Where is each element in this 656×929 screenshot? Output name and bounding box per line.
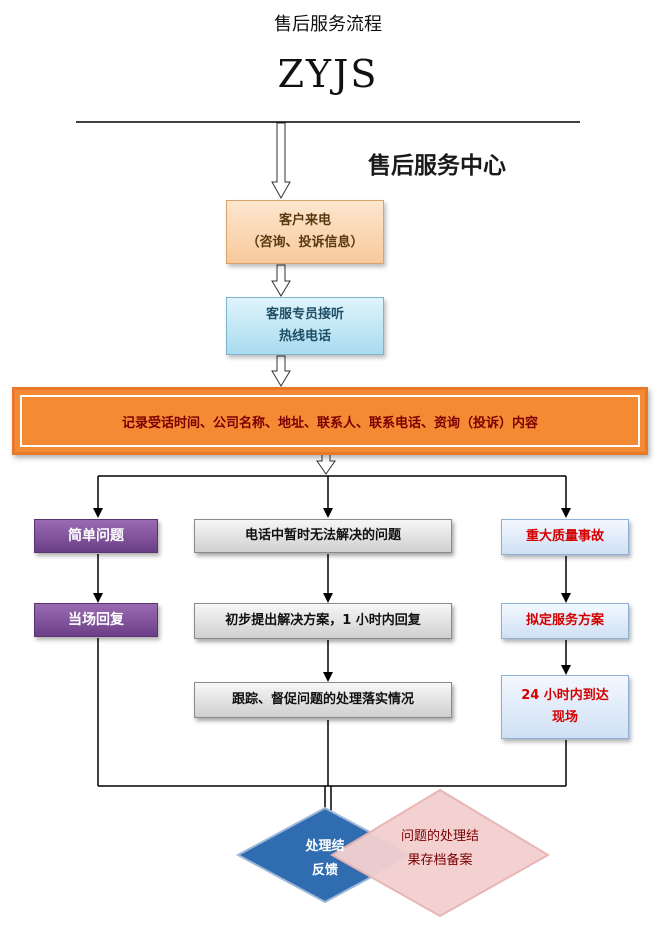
archive-line1: 问题的处理结 [400,829,479,844]
service-center-title: 售后服务中心 [368,153,506,179]
major-accident-box: 重大质量事故 [501,519,629,555]
hotline-line2: 热线电话 [278,329,331,344]
logo-text: ZYJS [277,52,379,96]
feedback-line2: 反馈 [311,863,338,878]
record-text: 记录受话时间、公司名称、地址、联系人、联系电话、资询（投诉）内容 [20,395,640,447]
onsite-reply-box: 当场回复 [34,603,158,637]
arrive-onsite-line1: 24 小时内到达 [521,688,609,703]
customer-call-line1: 客户来电 [278,213,331,228]
service-plan-box: 拟定服务方案 [501,603,629,639]
unresolved-issue-box: 电话中暂时无法解决的问题 [194,519,452,553]
record-band: 记录受话时间、公司名称、地址、联系人、联系电话、资询（投诉）内容 [12,387,648,455]
hollow-arrow-3 [271,355,291,387]
archive-line2: 果存档备案 [407,853,473,868]
arrive-onsite-line2: 现场 [551,710,578,725]
hollow-arrow-1 [271,122,291,200]
feedback-diamond-label: 处理结 反馈 [280,835,370,883]
simple-issue-box: 简单问题 [34,519,158,553]
customer-call-box: 客户来电 （咨询、投诉信息） [226,200,384,264]
diamond-archive [330,788,550,918]
archive-diamond-label: 问题的处理结 果存档备案 [375,825,505,873]
initial-plan-box: 初步提出解决方案，1 小时内回复 [194,603,452,639]
tracking-box: 跟踪、督促问题的处理落实情况 [194,682,452,718]
branch-lines [97,475,567,787]
feedback-line1: 处理结 [305,839,345,854]
arrive-onsite-box: 24 小时内到达 现场 [501,675,629,739]
page-title: 售后服务流程 [274,14,382,35]
arrowheads [93,508,571,682]
hotline-box: 客服专员接听 热线电话 [226,297,384,355]
hotline-line1: 客服专员接听 [265,307,344,322]
customer-call-line2: （咨询、投诉信息） [246,235,364,250]
hollow-arrow-2 [271,264,291,297]
